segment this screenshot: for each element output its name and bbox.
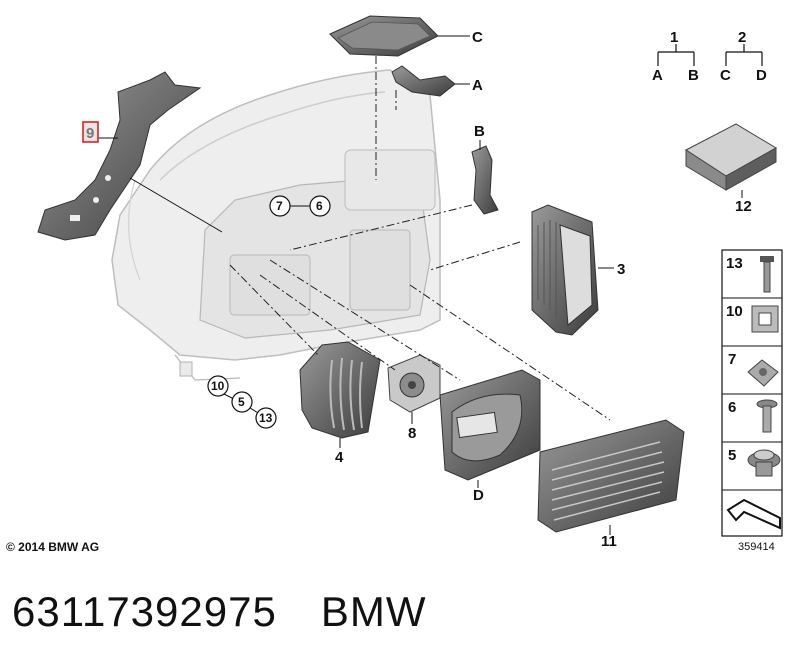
part-4-vent (299, 341, 381, 439)
clip-nut-icon (747, 359, 779, 387)
fastener-7-label: 7 (728, 351, 736, 368)
square-gasket-icon (751, 305, 779, 333)
part-d-module (439, 369, 541, 481)
label-b: B (474, 123, 485, 140)
svg-text:7: 7 (276, 199, 283, 213)
callout-13: 13 (255, 407, 277, 429)
callout-5: 5 (231, 391, 253, 413)
fastener-10-label: 10 (726, 303, 743, 320)
grommet-icon (747, 449, 781, 477)
legend-tree (657, 44, 763, 66)
bolt-icon (760, 256, 774, 293)
callout-7: 7 (269, 195, 291, 217)
part-number: 63117392975 (12, 588, 277, 635)
legend-1-label: 1 (670, 29, 678, 46)
part-b-bracket (471, 145, 499, 215)
callout-10: 10 (207, 375, 229, 397)
part-9-bracket (37, 71, 202, 241)
part-number-line: 63117392975 BMW (12, 588, 426, 636)
fastener-6-label: 6 (728, 399, 736, 416)
svg-text:6: 6 (316, 199, 323, 213)
svg-text:13: 13 (259, 411, 273, 425)
part-11-control-unit (537, 419, 685, 533)
legend-2-label: 2 (738, 29, 746, 46)
label-c: C (472, 29, 483, 46)
legend-2-left: C (720, 67, 731, 84)
fastener-5-label: 5 (728, 447, 736, 464)
svg-text:10: 10 (211, 379, 225, 393)
screw-icon (756, 399, 778, 433)
label-9: 9 (86, 125, 94, 142)
label-8: 8 (408, 425, 416, 442)
label-a: A (472, 77, 483, 94)
legend-1-right: B (688, 67, 699, 84)
part-12-box (685, 123, 777, 191)
label-d: D (473, 487, 484, 504)
image-code: 359414 (738, 541, 775, 553)
label-12: 12 (735, 198, 752, 215)
label-9-highlight (82, 121, 99, 143)
leader-lines (98, 35, 743, 535)
fastener-panel (721, 249, 783, 537)
reference-arrow-icon (726, 498, 781, 530)
legend-2-right: D (756, 67, 767, 84)
part-c-cover (329, 15, 439, 57)
svg-text:5: 5 (238, 395, 245, 409)
brand-name: BMW (320, 588, 427, 635)
fastener-13-label: 13 (726, 255, 743, 272)
part-3-vent (531, 204, 599, 336)
legend-1-left: A (652, 67, 663, 84)
headlight-housing (111, 69, 441, 381)
label-4: 4 (335, 449, 344, 466)
label-3: 3 (617, 261, 625, 278)
label-11: 11 (601, 533, 617, 550)
copyright-text: © 2014 BMW AG (6, 540, 100, 554)
part-8-fan (387, 354, 441, 413)
dashed-guides (229, 56, 611, 421)
callout-6: 6 (309, 195, 331, 217)
